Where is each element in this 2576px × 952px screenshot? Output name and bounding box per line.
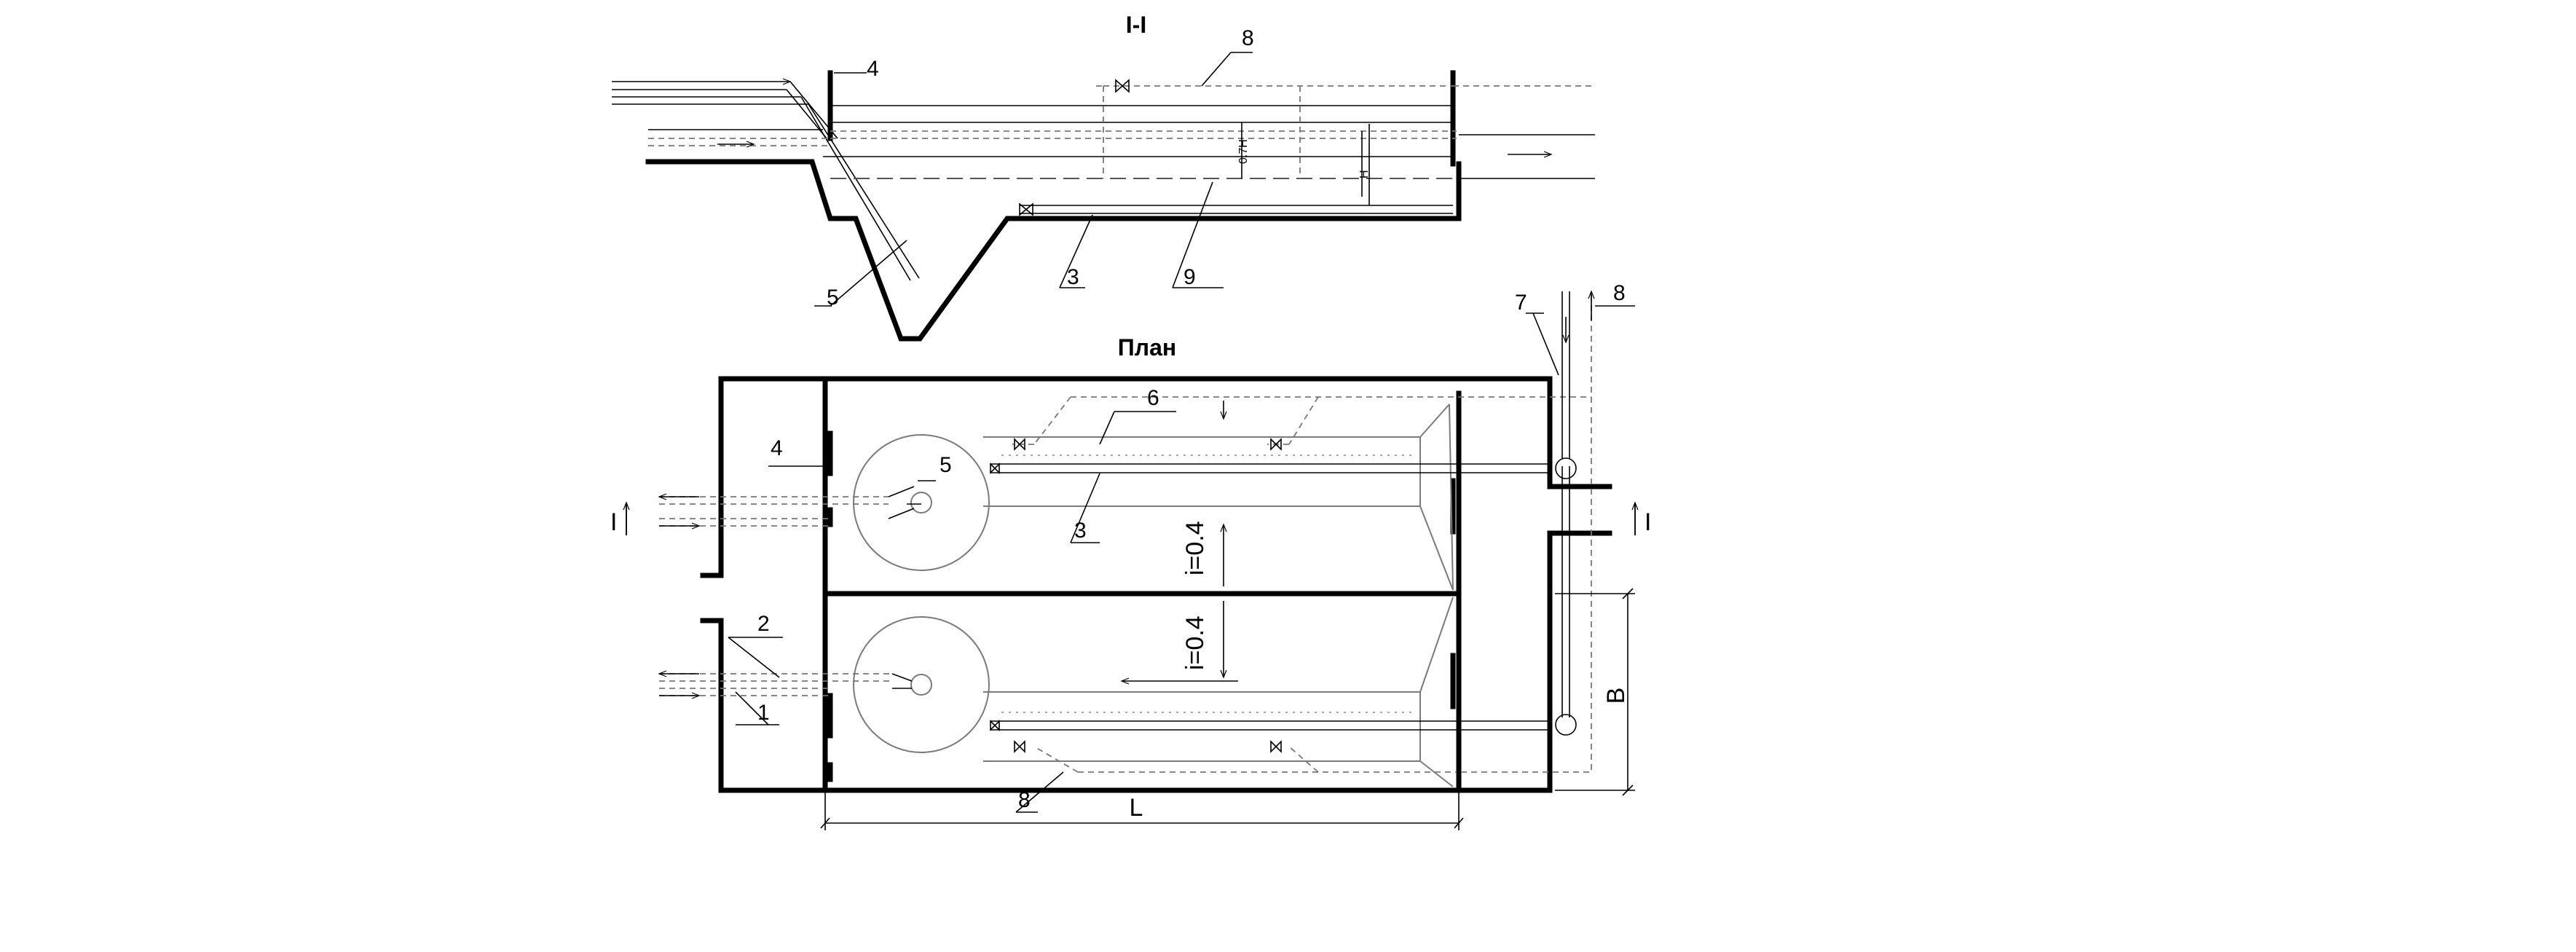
dim-07h: 0.7H <box>1237 139 1250 164</box>
label-8-top: 8 <box>1613 281 1626 305</box>
valve-icon <box>1019 202 1033 216</box>
slope-bottom: i=0.4 <box>1181 615 1209 670</box>
inlet-channel <box>648 129 830 148</box>
section-mark-right: I <box>1631 501 1651 536</box>
valve-icon <box>1014 438 1025 451</box>
valve-icon <box>1115 79 1130 93</box>
hopper-outlines <box>983 404 1454 787</box>
valve-icon <box>990 463 1000 474</box>
dimension-b: B <box>1555 588 1635 796</box>
label-5: 5 <box>940 453 952 477</box>
valve-icon <box>1270 740 1282 753</box>
section-view: I-I <box>612 12 1595 342</box>
plan-title: План <box>1118 334 1176 361</box>
plan-outer-wall <box>718 376 1612 578</box>
valve-icon <box>990 720 1000 731</box>
riser-bottom <box>910 674 932 696</box>
dim-h: H <box>1358 170 1371 178</box>
label-4: 4 <box>867 57 879 81</box>
section-leaders: 4 8 5 3 9 <box>814 26 1254 310</box>
section-title: I-I <box>1126 12 1146 38</box>
svg-text:L: L <box>1130 794 1143 822</box>
svg-text:I: I <box>610 508 617 536</box>
hopper-circle-top <box>853 434 990 571</box>
valve-icon <box>1270 438 1282 451</box>
flush-line-plan <box>1012 290 1595 773</box>
section-mark-left: I <box>610 501 630 536</box>
tank-section-outline <box>645 159 1462 342</box>
sludge-pipes-plan <box>907 455 1551 731</box>
valve-icon <box>1014 740 1025 753</box>
plan-view: План <box>610 281 1651 830</box>
sludge-pipe-section <box>1019 124 1453 216</box>
pipe-7 <box>1555 291 1577 736</box>
flush-line-section <box>1096 79 1453 178</box>
label-3: 3 <box>1074 519 1087 543</box>
label-3: 3 <box>1067 265 1079 289</box>
label-6: 6 <box>1147 386 1159 410</box>
dimension-l: L <box>820 790 1464 830</box>
svg-text:I: I <box>1645 508 1651 536</box>
svg-text:B: B <box>1602 688 1630 704</box>
label-7: 7 <box>1515 291 1527 315</box>
riser-top <box>910 492 932 514</box>
plan-leaders: 4 5 6 3 7 8 2 1 8 <box>728 281 1635 813</box>
label-2: 2 <box>757 612 770 636</box>
label-4: 4 <box>771 436 783 460</box>
hopper-circle-bottom <box>853 616 990 753</box>
label-5: 5 <box>827 286 839 310</box>
outlet-pipes-left <box>658 486 915 699</box>
label-8: 8 <box>1242 26 1254 50</box>
label-8-bottom: 8 <box>1018 788 1031 812</box>
slope-top: i=0.4 <box>1181 521 1209 575</box>
inlet-pipes <box>612 78 920 281</box>
plan-outer-wall-bottom <box>700 530 1612 793</box>
label-1: 1 <box>757 701 770 725</box>
label-9: 9 <box>1183 265 1196 289</box>
